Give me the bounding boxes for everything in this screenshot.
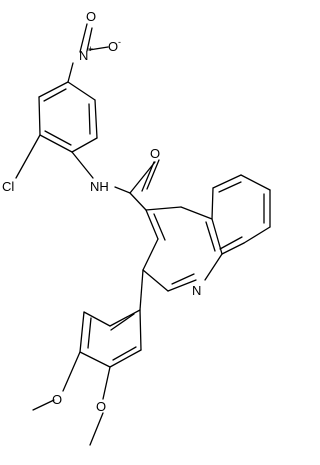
bond (129, 161, 156, 194)
bond (39, 134, 73, 153)
bond (139, 309, 142, 351)
bond (112, 346, 137, 361)
bond (167, 279, 197, 292)
chlorine-label: Cl (2, 179, 14, 194)
bond (205, 221, 216, 252)
bond (145, 206, 182, 211)
bond (71, 137, 98, 153)
nitro-nitrogen-charge: + (88, 44, 93, 54)
bond (38, 96, 41, 136)
bond (88, 103, 91, 135)
bond (43, 88, 67, 102)
bond (67, 62, 74, 83)
bond (109, 309, 141, 327)
bond (83, 311, 111, 327)
bond (32, 399, 55, 411)
bond (212, 174, 242, 189)
bond (15, 134, 41, 179)
bond (240, 174, 271, 191)
amide-nh-label: NH (90, 179, 109, 194)
chemical-structure: N + O O - Cl NH O N O O (2, 9, 271, 446)
bond (44, 130, 72, 146)
bond (94, 99, 98, 139)
quinoline-nitrogen-label: N (192, 283, 201, 298)
bond (171, 273, 195, 285)
bond (114, 186, 131, 194)
bond (142, 269, 169, 292)
bond (79, 311, 85, 353)
bond (142, 238, 159, 271)
carbonyl-oxygen-label: O (150, 146, 160, 161)
bond (87, 317, 92, 349)
bond (139, 269, 144, 311)
bond (109, 349, 142, 368)
bond (79, 23, 88, 53)
bond (71, 151, 94, 179)
bond (141, 161, 155, 192)
bond (38, 81, 69, 98)
bond (62, 351, 81, 392)
nitro-oxygen-top-label: O (86, 9, 96, 24)
bond (211, 187, 214, 220)
bond (79, 351, 111, 368)
nitro-oxygen-right-charge: - (118, 37, 121, 47)
bond (204, 253, 223, 281)
bond (219, 236, 243, 250)
bond (102, 366, 111, 400)
bond (89, 412, 104, 446)
bond (146, 159, 160, 190)
nitro-nitrogen-label: N (79, 48, 88, 63)
bond (243, 226, 271, 244)
bond (145, 209, 159, 240)
methoxy-oxygen-right-label: O (96, 399, 106, 414)
bond (180, 206, 213, 220)
bond (129, 192, 147, 211)
nitro-oxygen-right-label: O (108, 39, 118, 54)
bond (110, 313, 135, 331)
bond (153, 213, 166, 241)
bond (67, 81, 96, 101)
methoxy-oxygen-left-label: O (52, 392, 62, 407)
bond (218, 181, 242, 193)
atom-label-layer: N + O O - Cl NH O N O O (2, 9, 201, 414)
bond (221, 242, 245, 255)
bond (86, 27, 93, 52)
bond (88, 46, 109, 51)
bond-layer (15, 23, 271, 446)
